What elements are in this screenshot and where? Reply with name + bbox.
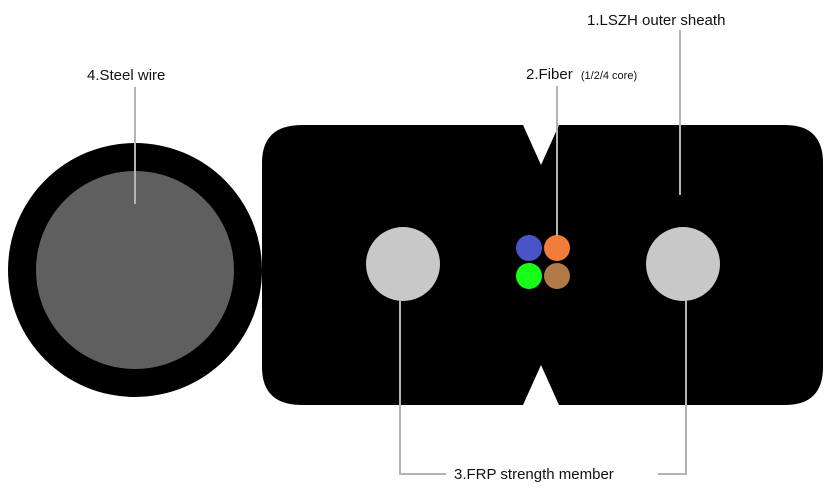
label-fiber-note: (1/2/4 core) (581, 70, 637, 82)
frp-strength-member-left (366, 227, 440, 301)
frp-strength-member-right (646, 227, 720, 301)
label-outer-sheath: 1.LSZH outer sheath (587, 12, 725, 29)
label-fiber: 2.Fiber (1/2/4 core) (526, 66, 637, 83)
fiber-brown (544, 263, 570, 289)
fiber-green (516, 263, 542, 289)
steel-wire-group (8, 143, 262, 397)
label-fiber-main: 2.Fiber (526, 66, 573, 83)
label-steel-wire: 4.Steel wire (87, 67, 165, 84)
fiber-orange (544, 235, 570, 261)
outer-sheath-body (262, 125, 823, 405)
steel-wire-core (36, 171, 234, 369)
frp-leader-line-left (399, 300, 446, 475)
fiber-blue (516, 235, 542, 261)
fiber-group (516, 235, 570, 289)
frp-leader-line-right (658, 300, 687, 475)
label-frp-strength-member: 3.FRP strength member (454, 466, 614, 483)
